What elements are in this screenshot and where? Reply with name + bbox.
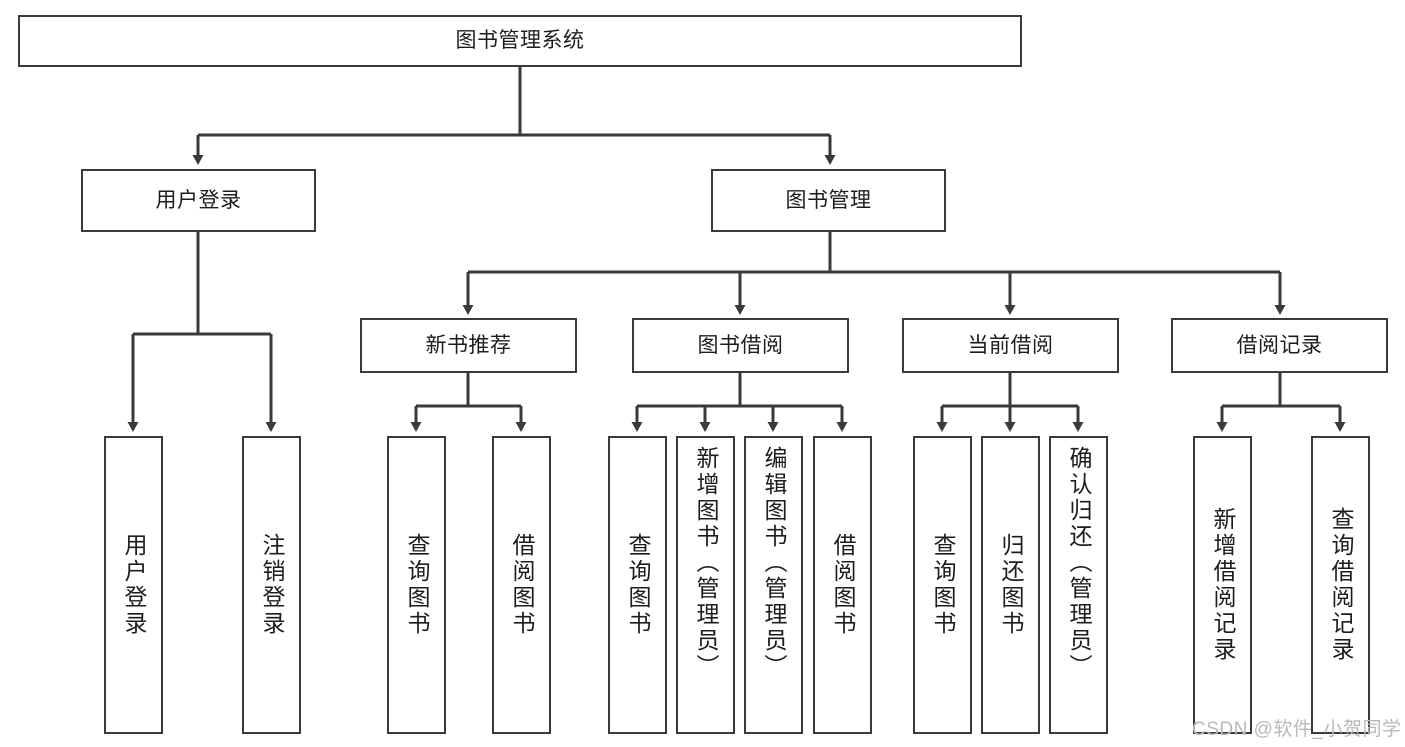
leaf-return-book-label: 归还图书 <box>998 533 1024 637</box>
leaf-add-book[interactable]: 新增图书（管理员） <box>676 436 735 734</box>
leaf-return-book[interactable]: 归还图书 <box>981 436 1040 734</box>
node-book-borrow-label: 图书借阅 <box>697 333 784 357</box>
node-book-manage-label: 图书管理 <box>785 188 872 212</box>
node-user-login-label: 用户登录 <box>155 188 242 212</box>
leaf-query-book-borrow-label: 查询图书 <box>625 533 651 637</box>
node-borrow-record[interactable]: 借阅记录 <box>1171 318 1388 373</box>
leaf-add-borrow-record[interactable]: 新增借阅记录 <box>1193 436 1252 734</box>
leaf-borrow-book-recommend[interactable]: 借阅图书 <box>492 436 551 734</box>
node-borrow-record-label: 借阅记录 <box>1236 333 1323 357</box>
leaf-query-book-recommend-label: 查询图书 <box>404 533 430 637</box>
leaf-query-book-current[interactable]: 查询图书 <box>913 436 972 734</box>
watermark-text: CSDN @软件_小贺同学 <box>1192 719 1402 740</box>
leaf-edit-book-label: 编辑图书（管理员） <box>761 446 787 680</box>
leaf-add-borrow-record-label: 新增借阅记录 <box>1210 507 1236 663</box>
leaf-query-borrow-record[interactable]: 查询借阅记录 <box>1311 436 1370 734</box>
node-root[interactable]: 图书管理系统 <box>18 15 1022 67</box>
leaf-logout-label: 注销登录 <box>259 533 285 637</box>
node-current-borrow-label: 当前借阅 <box>967 333 1054 357</box>
leaf-query-book-recommend[interactable]: 查询图书 <box>387 436 446 734</box>
node-root-label: 图书管理系统 <box>455 29 585 53</box>
leaf-logout[interactable]: 注销登录 <box>242 436 301 734</box>
leaf-confirm-return-label: 确认归还（管理员） <box>1066 446 1092 680</box>
node-new-book-recommend[interactable]: 新书推荐 <box>360 318 577 373</box>
leaf-query-book-borrow[interactable]: 查询图书 <box>608 436 667 734</box>
node-book-borrow[interactable]: 图书借阅 <box>632 318 849 373</box>
leaf-query-book-current-label: 查询图书 <box>930 533 956 637</box>
leaf-confirm-return[interactable]: 确认归还（管理员） <box>1049 436 1108 734</box>
node-new-book-recommend-label: 新书推荐 <box>425 333 512 357</box>
leaf-user-login-label: 用户登录 <box>121 533 147 637</box>
leaf-borrow-book-label: 借阅图书 <box>830 533 856 637</box>
node-user-login[interactable]: 用户登录 <box>81 169 316 232</box>
leaf-query-borrow-record-label: 查询借阅记录 <box>1328 507 1354 663</box>
node-book-manage[interactable]: 图书管理 <box>711 169 946 232</box>
node-current-borrow[interactable]: 当前借阅 <box>902 318 1119 373</box>
leaf-borrow-book-recommend-label: 借阅图书 <box>509 533 535 637</box>
leaf-user-login[interactable]: 用户登录 <box>104 436 163 734</box>
leaf-borrow-book[interactable]: 借阅图书 <box>813 436 872 734</box>
leaf-add-book-label: 新增图书（管理员） <box>693 446 719 680</box>
leaf-edit-book[interactable]: 编辑图书（管理员） <box>744 436 803 734</box>
